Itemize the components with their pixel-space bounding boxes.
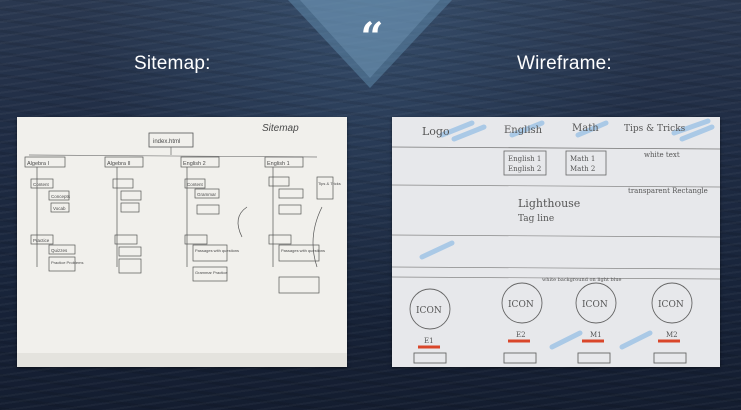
svg-text:Practice Problems: Practice Problems — [51, 260, 83, 265]
svg-text:English: English — [504, 125, 543, 136]
svg-text:index.html: index.html — [153, 139, 180, 145]
svg-text:Math 2: Math 2 — [570, 165, 595, 173]
svg-text:Passages with questions: Passages with questions — [281, 248, 325, 253]
svg-text:Tips & Tricks: Tips & Tricks — [624, 124, 686, 134]
wireframe-heading: Wireframe: — [517, 53, 612, 74]
svg-text:ICON: ICON — [658, 300, 684, 310]
wireframe-sketch-image: Logo English Math Tips & Tricks English … — [392, 117, 720, 367]
svg-text:Tag line: Tag line — [518, 214, 554, 224]
sitemap-title: Sitemap — [262, 123, 299, 134]
sitemap-sketch-image: Sitemap index.html Algebra I Algebra II … — [17, 117, 347, 367]
svg-text:ICON: ICON — [416, 306, 442, 316]
svg-text:Algebra II: Algebra II — [107, 161, 131, 167]
svg-text:Content: Content — [187, 182, 204, 187]
svg-text:English 1: English 1 — [508, 155, 541, 163]
svg-text:Vocab: Vocab — [53, 206, 66, 211]
svg-text:English 2: English 2 — [508, 165, 541, 173]
svg-text:Logo: Logo — [422, 125, 450, 138]
sitemap-heading: Sitemap: — [134, 53, 211, 74]
svg-text:transparent Rectangle: transparent Rectangle — [628, 187, 708, 195]
svg-text:M2: M2 — [666, 331, 678, 339]
svg-text:Quizzes: Quizzes — [51, 248, 68, 253]
svg-text:E2: E2 — [516, 331, 526, 339]
svg-text:E1: E1 — [424, 337, 434, 345]
svg-text:Grammar Practice: Grammar Practice — [195, 270, 228, 275]
quote-mark-icon: “ — [360, 14, 384, 61]
svg-text:English 1: English 1 — [267, 161, 290, 167]
svg-text:Content: Content — [33, 182, 50, 187]
svg-text:Algebra I: Algebra I — [27, 161, 49, 167]
svg-text:Concepts: Concepts — [51, 194, 71, 199]
svg-text:Lighthouse: Lighthouse — [518, 197, 580, 210]
svg-text:Practice: Practice — [33, 238, 50, 243]
svg-text:white text: white text — [644, 151, 680, 159]
center-triangle-decoration — [288, 0, 452, 88]
svg-text:Grammar: Grammar — [197, 192, 217, 197]
svg-text:Math: Math — [572, 123, 599, 134]
svg-text:ICON: ICON — [508, 300, 534, 310]
svg-text:Math 1: Math 1 — [570, 155, 595, 163]
svg-text:Tips & Tricks: Tips & Tricks — [318, 181, 341, 186]
svg-text:ICON: ICON — [582, 300, 608, 310]
svg-text:English 2: English 2 — [183, 161, 206, 167]
svg-text:M1: M1 — [590, 331, 602, 339]
svg-text:white background on light blue: white background on light blue — [542, 277, 622, 283]
svg-text:Passages with questions: Passages with questions — [195, 248, 239, 253]
